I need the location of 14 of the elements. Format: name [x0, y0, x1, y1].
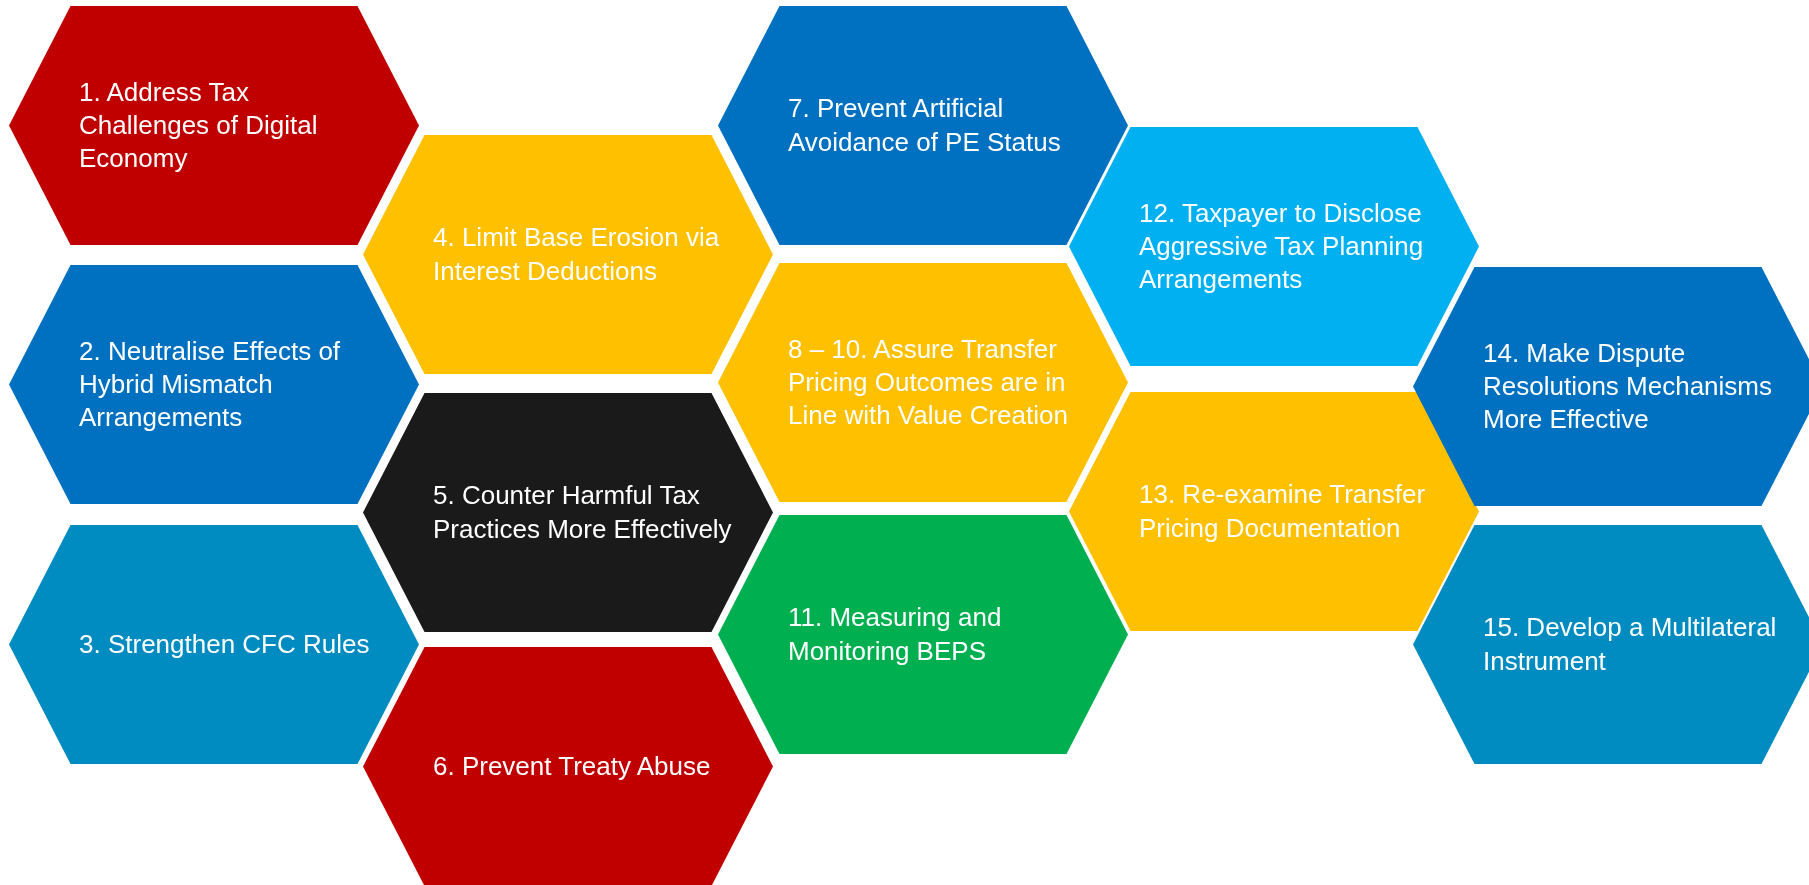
tile-label: 14. Make Dispute Resolutions Mechanisms More Effective: [1483, 336, 1773, 436]
tile-label: 11. Measuring and Monitoring BEPS: [788, 601, 1003, 668]
tile-label: 8 – 10. Assure Transfer Pricing Outcomes are in Line with Value Creation: [788, 332, 1069, 432]
tile-label: 12. Taxpayer to Disclose Aggressive Tax Planning Arrangements: [1139, 196, 1425, 296]
tile-label: 13. Re-examine Transfer Pricing Documentation: [1139, 478, 1427, 545]
tile-label: 6. Prevent Treaty Abuse: [433, 750, 711, 783]
tile-label: 7. Prevent Artificial Avoidance of PE Status: [788, 92, 1062, 159]
tile-label: 15. Develop a Multilateral Instrument: [1483, 611, 1778, 678]
hexagon-tile: [1413, 525, 1809, 764]
tile-label: 1. Address Tax Challenges of Digital Economy: [79, 75, 319, 175]
tile-label: 4. Limit Base Erosion via Interest Deductions: [433, 221, 721, 288]
tile-label: 2. Neutralise Effects of Hybrid Mismatch Arrangements: [79, 334, 342, 434]
tile-label: 3. Strengthen CFC Rules: [79, 628, 370, 661]
tile-label: 5. Counter Harmful Tax Practices More Effectively: [433, 479, 733, 546]
